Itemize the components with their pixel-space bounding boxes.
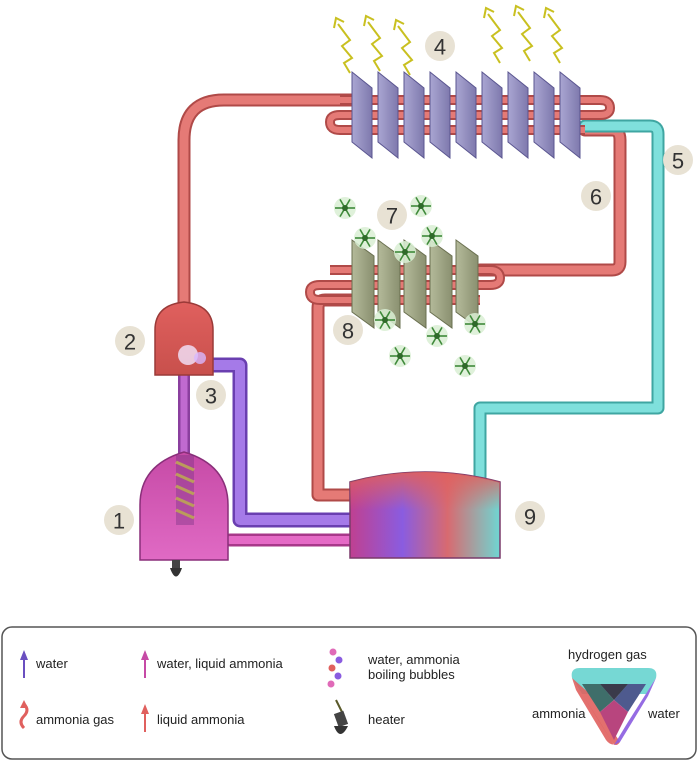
generator: [139, 451, 229, 577]
component-label-6: 6: [581, 181, 611, 211]
pipes: [177, 93, 665, 547]
heat-wave-arrow: [517, 11, 534, 62]
component-number: 5: [672, 149, 684, 174]
condenser-fin: [559, 70, 581, 160]
condenser-fin: [429, 70, 451, 160]
legend-bubbles-icon: [327, 648, 343, 688]
component-label-4: 4: [425, 31, 455, 61]
condenser-fin: [481, 70, 503, 160]
frost-flake: [394, 241, 416, 263]
condenser-fin: [351, 70, 373, 160]
legend-venn-ammonia-label: ammonia: [532, 706, 586, 721]
legend-liquid-ammonia-icon: [141, 704, 149, 732]
legend-venn-water-label: water: [647, 706, 680, 721]
evaporator: [304, 239, 506, 329]
legend-heater-label: heater: [368, 712, 406, 727]
heat-wave-arrow: [337, 23, 354, 74]
heat-wave-arrowhead: [333, 16, 345, 29]
legend-water-icon: [20, 650, 28, 678]
legend-box: [1, 626, 697, 760]
legend-water-liquid-ammonia-label: water, liquid ammonia: [156, 656, 283, 671]
legend-ammonia-gas-icon: [19, 700, 29, 730]
legend-bubbles-label-line1: water, ammonia: [367, 652, 461, 667]
component-label-7: 7: [377, 200, 407, 230]
frost-flake: [426, 325, 448, 347]
condenser-fin: [533, 70, 555, 160]
frost-flake: [334, 197, 356, 219]
legend-ammonia-gas-label: ammonia gas: [36, 712, 115, 727]
legend-heater-icon: [333, 699, 349, 734]
heat-wave-arrowhead: [543, 6, 555, 19]
component-label-3: 3: [196, 380, 226, 410]
frost-flake: [454, 355, 476, 377]
evaporator-fin: [377, 239, 401, 329]
heat-wave-arrow: [397, 25, 414, 76]
heat-wave-arrow: [547, 13, 564, 64]
condenser-fin: [377, 70, 399, 160]
component-label-8: 8: [333, 315, 363, 345]
component-number: 1: [113, 509, 125, 534]
frost-flake: [421, 225, 443, 247]
legend-venn-diagram: hydrogen gas ammonia water: [532, 647, 680, 745]
component-number: 2: [124, 330, 136, 355]
component-labels: 1 2 3 4 5 6 7 8 9: [104, 31, 693, 535]
heat-wave-arrow: [367, 21, 384, 72]
frost-flake: [410, 195, 432, 217]
separator: [154, 301, 214, 376]
heating-coil: [175, 460, 195, 520]
legend-bubbles-label-line2: boiling bubbles: [368, 667, 455, 682]
heat-wave-arrowhead: [513, 4, 525, 17]
condenser-fin: [403, 70, 425, 160]
frost-flake: [374, 309, 396, 331]
condenser: [324, 70, 616, 160]
evaporator-fin: [429, 239, 453, 329]
legend-water-label: water: [35, 656, 68, 671]
frost-flake: [354, 227, 376, 249]
heat-wave-arrowhead: [483, 6, 495, 19]
absorber: [349, 471, 501, 559]
legend-liquid-ammonia-label: liquid ammonia: [157, 712, 245, 727]
component-label-1: 1: [104, 505, 134, 535]
component-number: 6: [590, 185, 602, 210]
legend-water-liquid-ammonia-icon: [141, 650, 149, 678]
hydrogen-pipe: [473, 119, 665, 489]
heater-icon: [170, 560, 182, 577]
component-label-2: 2: [115, 326, 145, 356]
legend: water ammonia gas water, liquid ammonia …: [1, 626, 697, 760]
condenser-fin: [455, 70, 477, 160]
heat-wave-arrowhead: [393, 18, 405, 31]
condenser-fins: [351, 70, 581, 160]
frost-icon: [334, 195, 486, 377]
component-number: 8: [342, 319, 354, 344]
heat-wave-icon: [333, 4, 564, 76]
component-number: 3: [205, 384, 217, 409]
heat-wave-arrow: [487, 13, 504, 64]
frost-flake: [389, 345, 411, 367]
component-number: 4: [434, 35, 446, 60]
legend-venn-hydrogen-label: hydrogen gas: [568, 647, 647, 662]
heat-wave-arrowhead: [363, 14, 375, 27]
frost-flake: [464, 313, 486, 335]
component-label-5: 5: [663, 145, 693, 175]
component-label-9: 9: [515, 501, 545, 531]
condenser-fin: [507, 70, 529, 160]
evaporator-fins: [351, 239, 479, 329]
evaporator-fin: [351, 239, 375, 329]
component-number: 9: [524, 505, 536, 530]
component-number: 7: [386, 204, 398, 229]
